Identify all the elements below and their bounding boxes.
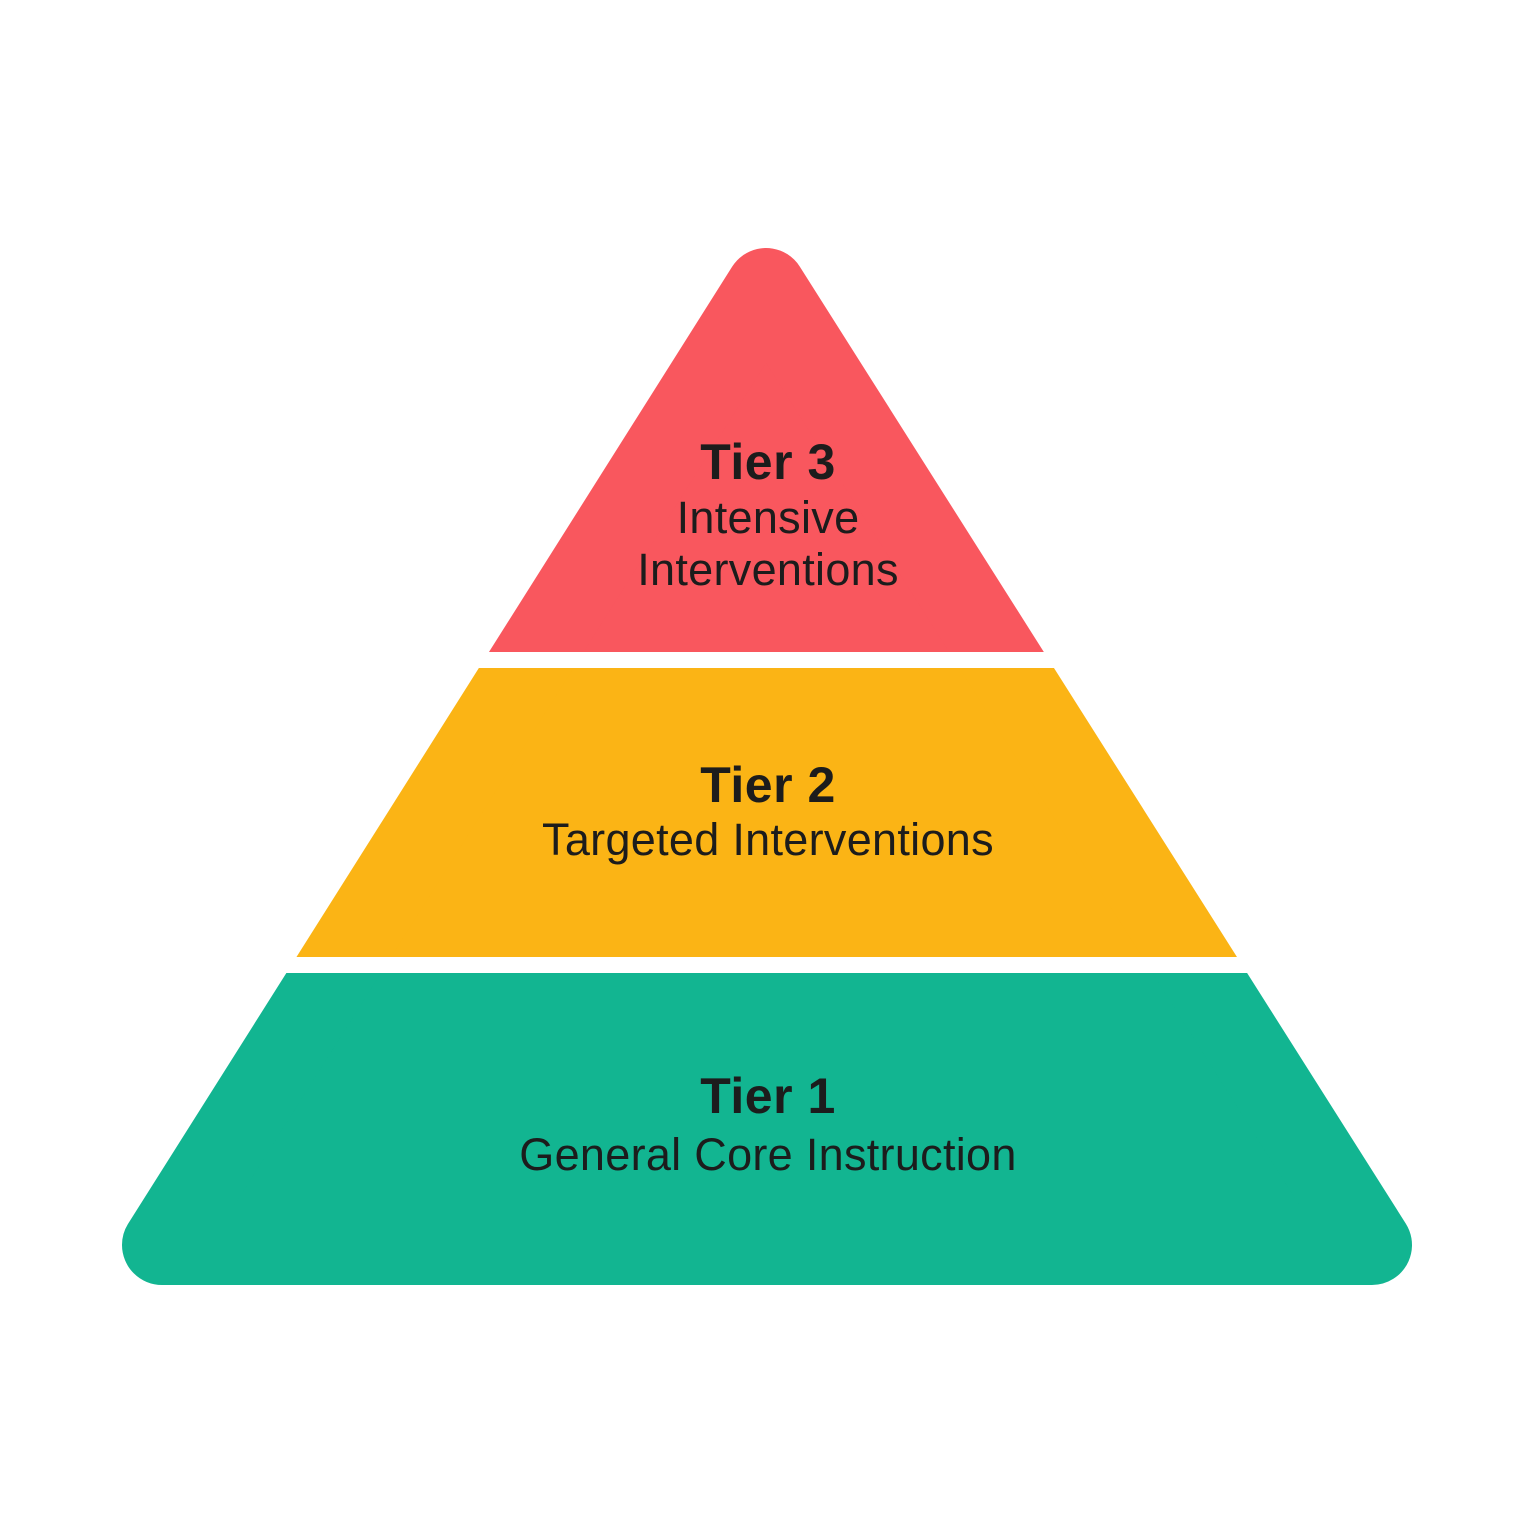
pyramid-diagram: Tier 3 Intensive Interventions Tier 2 Ta… (0, 0, 1536, 1536)
pyramid-graphic (0, 0, 1536, 1536)
